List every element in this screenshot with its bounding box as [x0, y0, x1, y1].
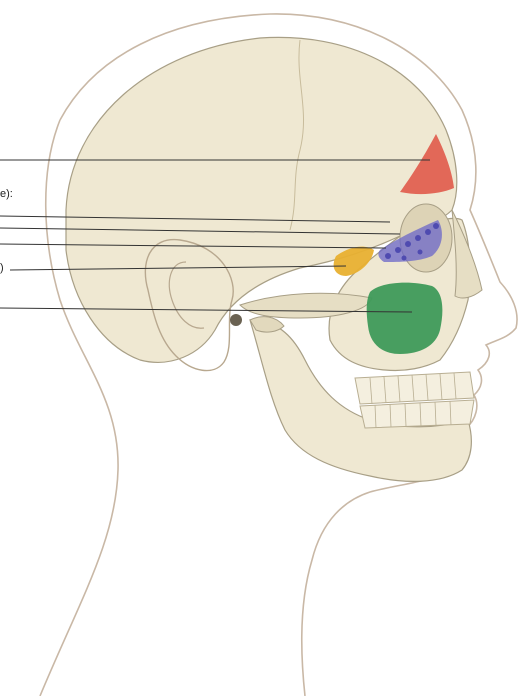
- upper-teeth: [355, 372, 474, 404]
- maxillary-sinus: [367, 283, 443, 354]
- label-fragment-ethmoid: e):: [0, 188, 13, 200]
- nasal-bone: [452, 210, 482, 298]
- lower-teeth: [360, 400, 474, 428]
- label-fragment-sphenoid: ): [0, 262, 4, 274]
- acoustic-meatus: [230, 314, 242, 326]
